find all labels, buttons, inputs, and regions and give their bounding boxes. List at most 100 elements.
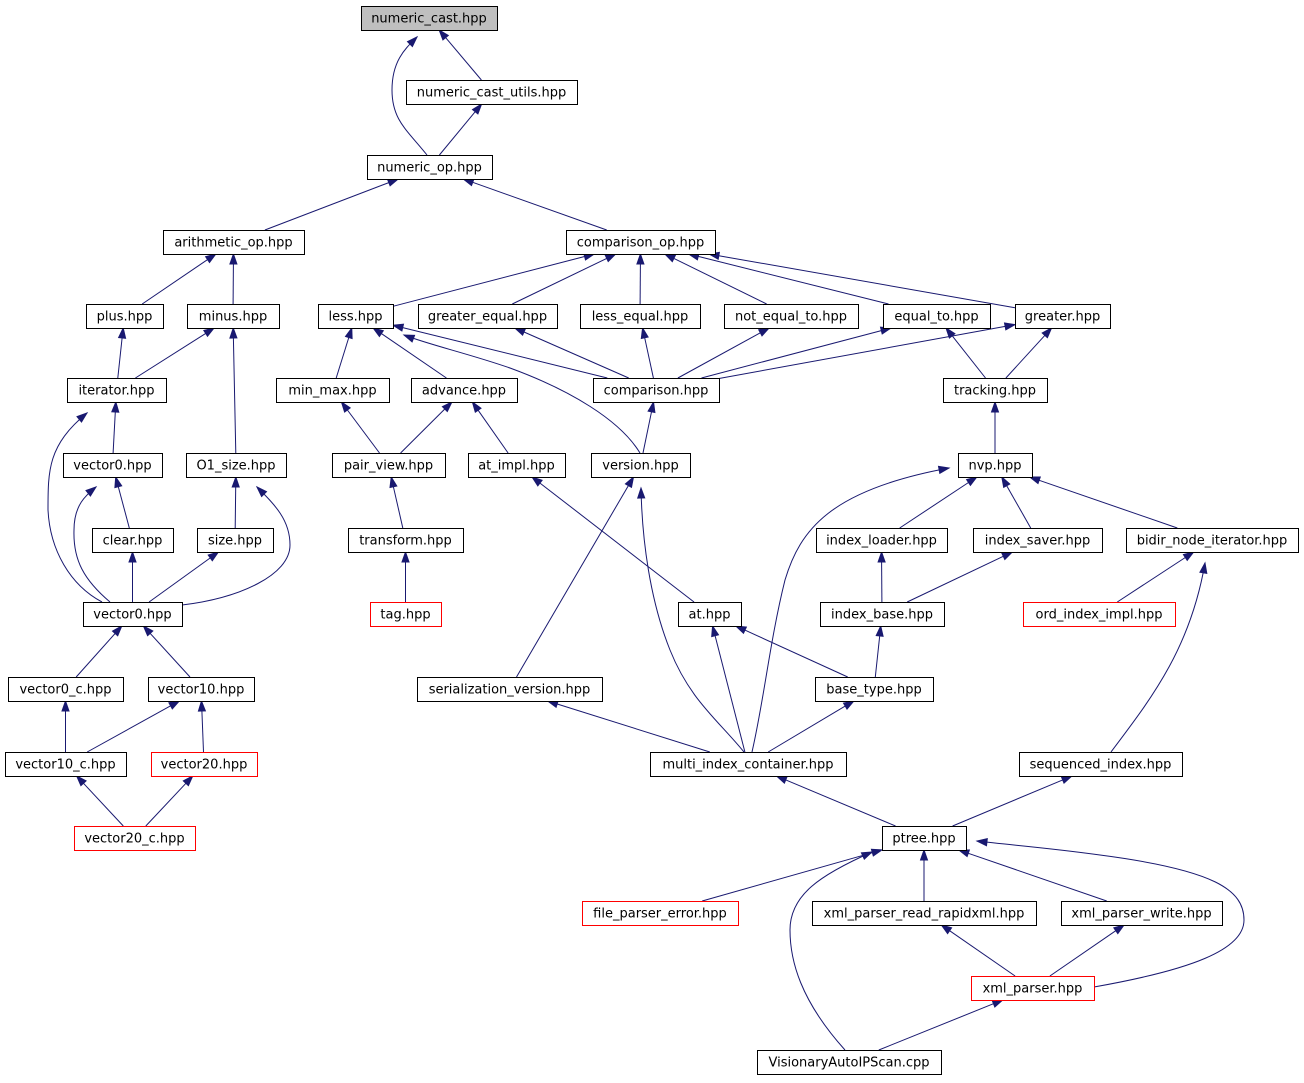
edge-arrowhead xyxy=(438,28,450,41)
edge-line xyxy=(335,337,350,379)
node-advance[interactable]: advance.hpp xyxy=(411,378,518,403)
edge-arrowhead xyxy=(85,486,98,497)
node-box xyxy=(883,304,991,329)
node-label: comparison.hpp xyxy=(604,384,709,399)
node-box xyxy=(332,453,446,478)
nodes-layer: numeric_cast.hppnumeric_cast_utils.hppnu… xyxy=(5,6,1299,1075)
node-box xyxy=(86,304,164,329)
node-greater[interactable]: greater.hpp xyxy=(1015,304,1111,329)
node-index-base[interactable]: index_base.hpp xyxy=(820,602,945,627)
node-xml-parser[interactable]: xml_parser.hpp xyxy=(971,976,1095,1001)
node-box xyxy=(63,453,163,478)
node-plus[interactable]: plus.hpp xyxy=(86,304,164,329)
edge-line xyxy=(642,411,652,454)
node-bidir-node-iterator[interactable]: bidir_node_iterator.hpp xyxy=(1126,528,1299,553)
node-less[interactable]: less.hpp xyxy=(318,304,394,329)
node-label: less.hpp xyxy=(328,310,382,325)
edge-line xyxy=(112,411,116,454)
node-transform[interactable]: transform.hpp xyxy=(348,528,464,553)
node-file-parser-error[interactable]: file_parser_error.hpp xyxy=(582,901,739,926)
node-ord-index-impl[interactable]: ord_index_impl.hpp xyxy=(1023,602,1176,627)
node-label: xml_parser.hpp xyxy=(983,982,1083,997)
node-index-loader[interactable]: index_loader.hpp xyxy=(816,528,948,553)
node-less-equal[interactable]: less_equal.hpp xyxy=(580,304,701,329)
node-numeric-cast-utils[interactable]: numeric_cast_utils.hpp xyxy=(406,80,578,105)
dependency-edge xyxy=(1028,476,1178,529)
node-vector20-c[interactable]: vector20_c.hpp xyxy=(74,826,196,851)
node-vector0-c[interactable]: vector0_c.hpp xyxy=(8,677,124,702)
node-box xyxy=(1126,528,1299,553)
node-at-impl[interactable]: at_impl.hpp xyxy=(468,453,566,478)
node-o1-size[interactable]: O1_size.hpp xyxy=(186,453,287,478)
node-vector10-c[interactable]: vector10_c.hpp xyxy=(5,752,127,777)
edge-arrowhead xyxy=(76,412,89,423)
node-version[interactable]: version.hpp xyxy=(591,453,691,478)
edge-line xyxy=(232,337,237,454)
node-greater-equal[interactable]: greater_equal.hpp xyxy=(418,304,558,329)
node-vector0a[interactable]: vector0.hpp xyxy=(63,453,163,478)
edge-arrowhead xyxy=(940,924,953,935)
edge-arrowhead xyxy=(842,700,856,710)
edge-arrowhead xyxy=(975,838,988,847)
node-box xyxy=(566,230,716,255)
edge-arrowhead xyxy=(168,700,181,710)
node-vector20[interactable]: vector20.hpp xyxy=(151,752,258,777)
node-clear[interactable]: clear.hpp xyxy=(92,528,174,553)
node-comparison[interactable]: comparison.hpp xyxy=(593,378,720,403)
node-tag[interactable]: tag.hpp xyxy=(370,602,442,627)
node-not-equal-to[interactable]: not_equal_to.hpp xyxy=(724,304,859,329)
edge-arrowhead xyxy=(711,624,720,638)
node-size[interactable]: size.hpp xyxy=(197,528,274,553)
node-label: base_type.hpp xyxy=(826,683,921,698)
node-minus[interactable]: minus.hpp xyxy=(187,304,280,329)
dependency-edge xyxy=(687,252,889,305)
node-xml-parser-read-rapidxml[interactable]: xml_parser_read_rapidxml.hpp xyxy=(812,901,1037,926)
edge-arrowhead xyxy=(937,465,951,475)
node-numeric-op[interactable]: numeric_op.hpp xyxy=(367,155,493,180)
node-xml-parser-write[interactable]: xml_parser_write.hpp xyxy=(1061,901,1223,926)
edge-line xyxy=(1049,930,1117,977)
edge-line xyxy=(86,705,171,753)
node-multi-index-container[interactable]: multi_index_container.hpp xyxy=(650,752,847,777)
node-iterator[interactable]: iterator.hpp xyxy=(67,378,167,403)
edge-line xyxy=(557,703,710,753)
node-box xyxy=(187,304,280,329)
edge-arrowhead xyxy=(471,102,483,115)
node-vector0b[interactable]: vector0.hpp xyxy=(83,602,183,627)
node-label: bidir_node_iterator.hpp xyxy=(1137,534,1288,549)
node-index-saver[interactable]: index_saver.hpp xyxy=(973,528,1103,553)
node-box xyxy=(5,752,127,777)
node-pair-view[interactable]: pair_view.hpp xyxy=(332,453,446,478)
node-arithmetic-op[interactable]: arithmetic_op.hpp xyxy=(163,230,305,255)
node-nvp[interactable]: nvp.hpp xyxy=(958,453,1033,478)
dependency-edge xyxy=(142,624,191,678)
node-label: nvp.hpp xyxy=(968,459,1021,474)
edge-line xyxy=(392,486,404,529)
edge-arrowhead xyxy=(114,475,123,489)
node-base-type[interactable]: base_type.hpp xyxy=(815,677,934,702)
node-sequenced-index[interactable]: sequenced_index.hpp xyxy=(1019,752,1183,777)
node-visionary[interactable]: VisionaryAutoIPScan.cpp xyxy=(757,1050,942,1075)
edge-arrowhead xyxy=(1112,924,1126,935)
edge-arrowhead xyxy=(636,252,645,265)
node-box xyxy=(83,602,183,627)
edge-line xyxy=(117,486,130,529)
node-equal-to[interactable]: equal_to.hpp xyxy=(883,304,991,329)
edge-arrowhead xyxy=(471,400,482,414)
node-min-max[interactable]: min_max.hpp xyxy=(276,378,390,403)
node-box xyxy=(820,602,945,627)
node-tracking[interactable]: tracking.hpp xyxy=(943,378,1048,403)
node-serialization-version[interactable]: serialization_version.hpp xyxy=(417,677,603,702)
node-ptree[interactable]: ptree.hpp xyxy=(882,826,967,851)
edge-arrowhead xyxy=(1003,322,1017,331)
edge-arrowhead xyxy=(991,999,1005,1008)
node-at[interactable]: at.hpp xyxy=(678,602,742,627)
node-vector10[interactable]: vector10.hpp xyxy=(148,677,255,702)
edge-line xyxy=(73,486,111,603)
edge-arrowhead xyxy=(637,486,646,499)
edge-line xyxy=(1039,479,1178,529)
node-comparison-op[interactable]: comparison_op.hpp xyxy=(566,230,716,255)
node-box xyxy=(580,304,701,329)
node-box xyxy=(276,378,390,403)
node-box xyxy=(1015,304,1111,329)
